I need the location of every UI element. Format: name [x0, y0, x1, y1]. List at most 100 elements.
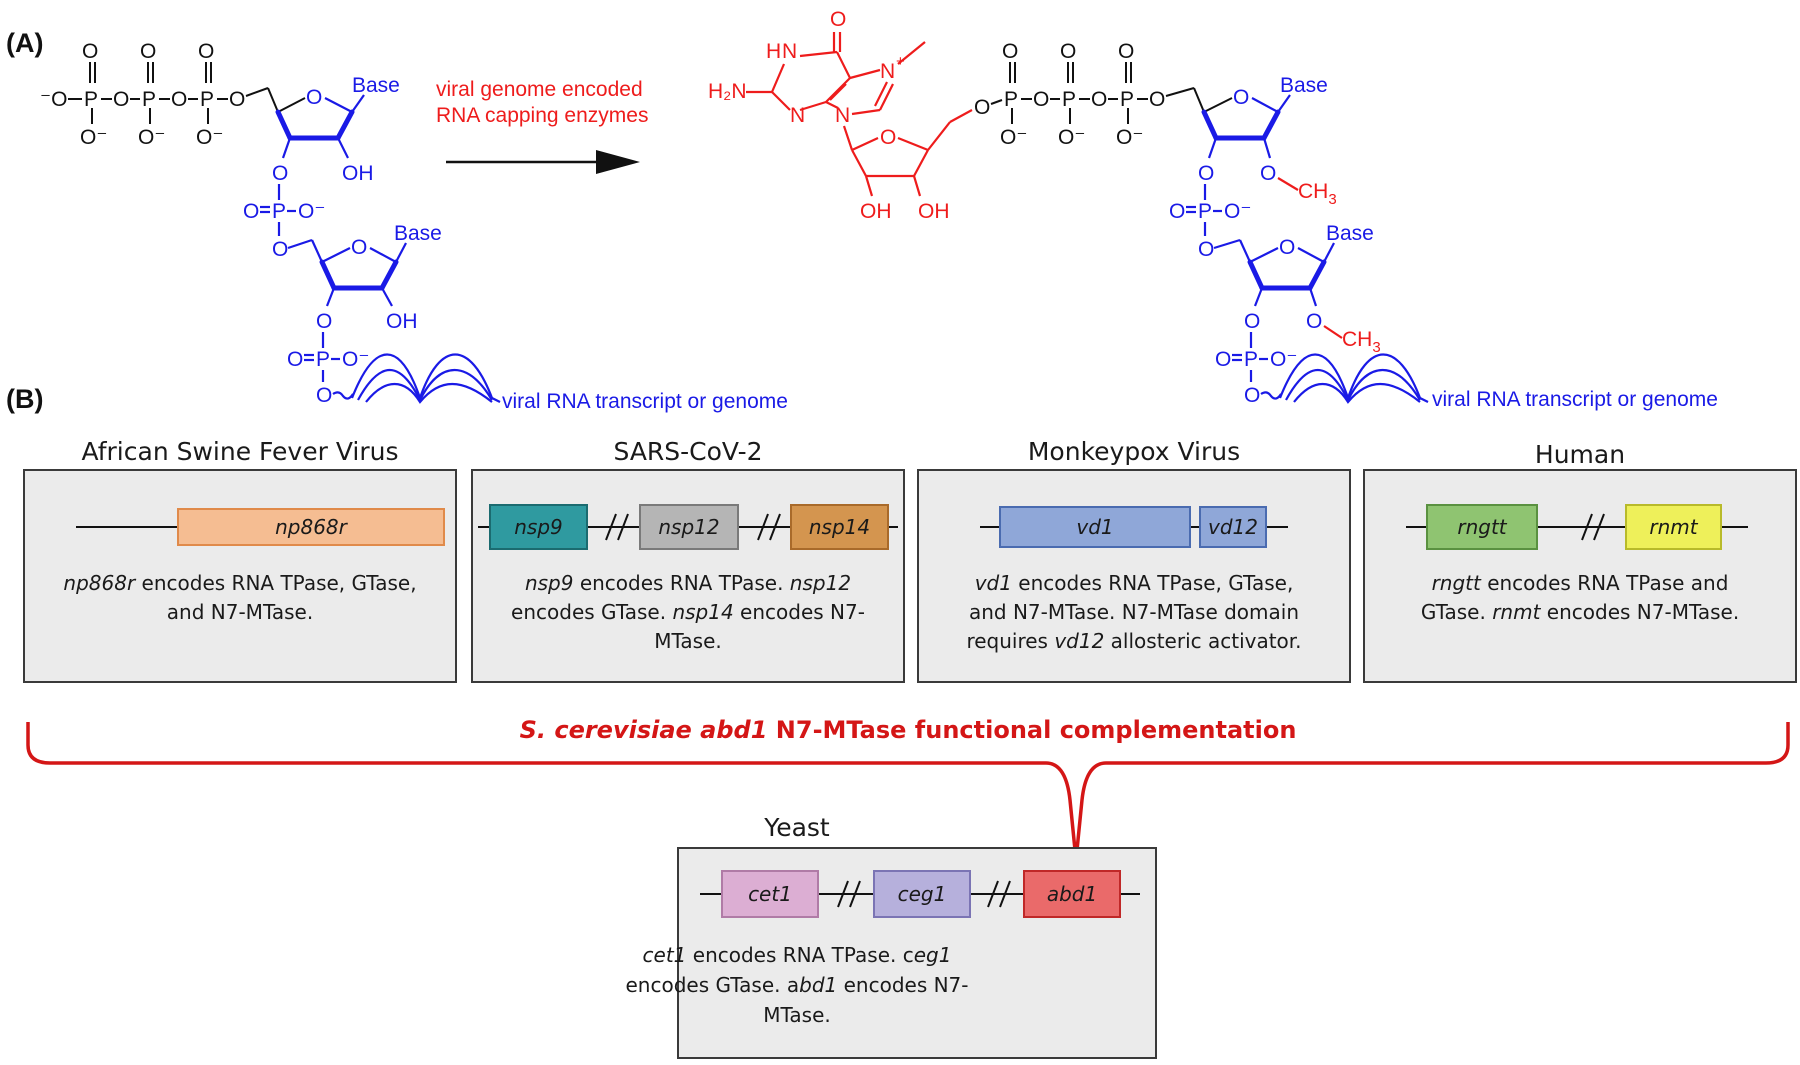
- svg-text:O: O: [1279, 236, 1295, 259]
- yeast-title: Yeast: [763, 813, 830, 842]
- description-line: nsp9 encodes RNA TPase. nsp12: [525, 571, 851, 595]
- gene-cet1: cet1: [721, 870, 819, 918]
- svg-text:O⁻: O⁻: [1270, 348, 1297, 371]
- svg-text:O: O: [243, 200, 259, 223]
- gene-abd1: abd1: [1023, 870, 1121, 918]
- organism-box: [23, 469, 457, 683]
- svg-text:N: N: [880, 60, 895, 83]
- base-label-1: Base: [352, 74, 400, 97]
- svg-text:O: O: [287, 348, 303, 371]
- genome-break: [757, 513, 781, 541]
- rna-helix-right: [1278, 353, 1429, 404]
- gene-label: rngtt: [1457, 515, 1507, 539]
- gene-box: [1426, 504, 1538, 550]
- gene-np868r: np868r: [177, 508, 445, 546]
- svg-text:O: O: [272, 238, 288, 261]
- svg-text:O⁻: O⁻: [1224, 200, 1251, 223]
- svg-text:O: O: [1091, 88, 1107, 111]
- gene-label: nsp14: [809, 515, 870, 539]
- svg-text:O: O: [1149, 88, 1165, 111]
- gene-nsp14: nsp14: [790, 504, 889, 550]
- gene-label: ceg1: [898, 882, 947, 906]
- gene-rnmt: rnmt: [1625, 504, 1722, 550]
- svg-text:O: O: [113, 88, 129, 111]
- svg-text:O⁻: O⁻: [1058, 126, 1085, 149]
- svg-text:O: O: [1118, 40, 1134, 63]
- svg-text:O⁻: O⁻: [1000, 126, 1027, 149]
- gene-label: nsp9: [514, 515, 563, 539]
- genome-break: [1581, 513, 1605, 541]
- svg-text:O: O: [140, 40, 156, 63]
- gene-box: [1023, 870, 1121, 918]
- svg-text:O: O: [974, 96, 990, 119]
- svg-text:O: O: [1198, 162, 1214, 185]
- svg-text:O⁻: O⁻: [342, 348, 369, 371]
- right-molecule: O H N N + N N H₂N O: [708, 8, 1718, 411]
- svg-text:N: N: [790, 104, 805, 127]
- oh-cap-2: OH: [918, 200, 950, 223]
- ribose-1-left: O Base OH O O P O⁻ O: [243, 74, 400, 261]
- gene-label: np868r: [275, 515, 349, 539]
- svg-text:P: P: [142, 88, 156, 111]
- gene-box: [177, 508, 445, 546]
- gene-box: [1199, 506, 1267, 548]
- description-line: rngtt encodes RNA TPase and: [1432, 571, 1729, 595]
- svg-text:O⁻: O⁻: [298, 200, 325, 223]
- svg-text:O: O: [1033, 88, 1049, 111]
- svg-text:O: O: [1233, 86, 1249, 109]
- gene-box: [721, 870, 819, 918]
- rna-label-right: viral RNA transcript or genome: [1432, 388, 1718, 411]
- svg-text:P: P: [1244, 348, 1258, 371]
- svg-text:O⁻: O⁻: [80, 126, 107, 149]
- svg-text:O: O: [1002, 40, 1018, 63]
- description-line: encodes GTase. nsp14 encodes N7-: [511, 600, 865, 624]
- svg-text:H: H: [766, 40, 781, 63]
- svg-text:O: O: [316, 384, 332, 407]
- gene-vd12: vd12: [1199, 506, 1267, 548]
- svg-text:O: O: [830, 8, 846, 31]
- description-line: MTase.: [654, 629, 722, 653]
- svg-text:O⁻: O⁻: [196, 126, 223, 149]
- svg-text:O: O: [306, 86, 322, 109]
- organism-panel-human: Human rngtt rnmt rngtt encodes RNA TPase an…: [1363, 440, 1797, 683]
- svg-text:O⁻: O⁻: [1116, 126, 1143, 149]
- gene-box: [639, 504, 739, 550]
- reaction-arrow: viral genome encoded RNA capping enzymes: [436, 78, 648, 174]
- panel-label-b: (B): [6, 384, 43, 414]
- arrow-text-line1: viral genome encoded: [436, 78, 643, 101]
- genome-break: [837, 880, 861, 908]
- svg-text:N: N: [835, 104, 850, 127]
- organism-title: African Swine Fever Virus: [82, 437, 399, 466]
- yeast-panel: Yeast cet1 ceg1 abd1 cet1 encodes RNA TPase.…: [625, 813, 1157, 1059]
- description-line: and N7-MTase. N7-MTase domain: [969, 600, 1299, 624]
- gene-nsp12: nsp12: [639, 504, 739, 550]
- rna-label-left: viral RNA transcript or genome: [502, 390, 788, 413]
- gene-nsp9: nsp9: [489, 504, 588, 550]
- rna-helix-left: [350, 353, 501, 404]
- svg-text:O: O: [1169, 200, 1185, 223]
- gene-box: [1625, 504, 1722, 550]
- organism-title: Human: [1535, 440, 1625, 469]
- svg-text:O: O: [229, 88, 245, 111]
- svg-text:O: O: [1215, 348, 1231, 371]
- panel-label-a: (A): [6, 28, 43, 58]
- description-line: GTase. rnmt encodes N7-MTase.: [1421, 600, 1739, 624]
- oh-label-2: OH: [386, 310, 418, 333]
- gene-label: vd1: [1076, 515, 1113, 539]
- m7g-cap: O H N N + N N H₂N O: [708, 8, 973, 223]
- description-line: cet1 encodes RNA TPase. ceg1: [643, 943, 952, 967]
- svg-text:⁻O: ⁻O: [40, 88, 67, 111]
- description-line: vd1 encodes RNA TPase, GTase,: [975, 571, 1294, 595]
- svg-text:O: O: [1306, 310, 1322, 333]
- organism-title: SARS-CoV-2: [613, 437, 762, 466]
- description-line: encodes GTase. abd1 encodes N7-: [625, 973, 968, 997]
- h2n-label: H₂N: [708, 80, 746, 103]
- organism-box: [917, 469, 1351, 683]
- svg-text:O: O: [880, 126, 896, 149]
- gene-ceg1: ceg1: [873, 870, 971, 918]
- gene-label: abd1: [1047, 882, 1097, 906]
- svg-text:N: N: [782, 40, 797, 63]
- gene-label: nsp12: [658, 515, 719, 539]
